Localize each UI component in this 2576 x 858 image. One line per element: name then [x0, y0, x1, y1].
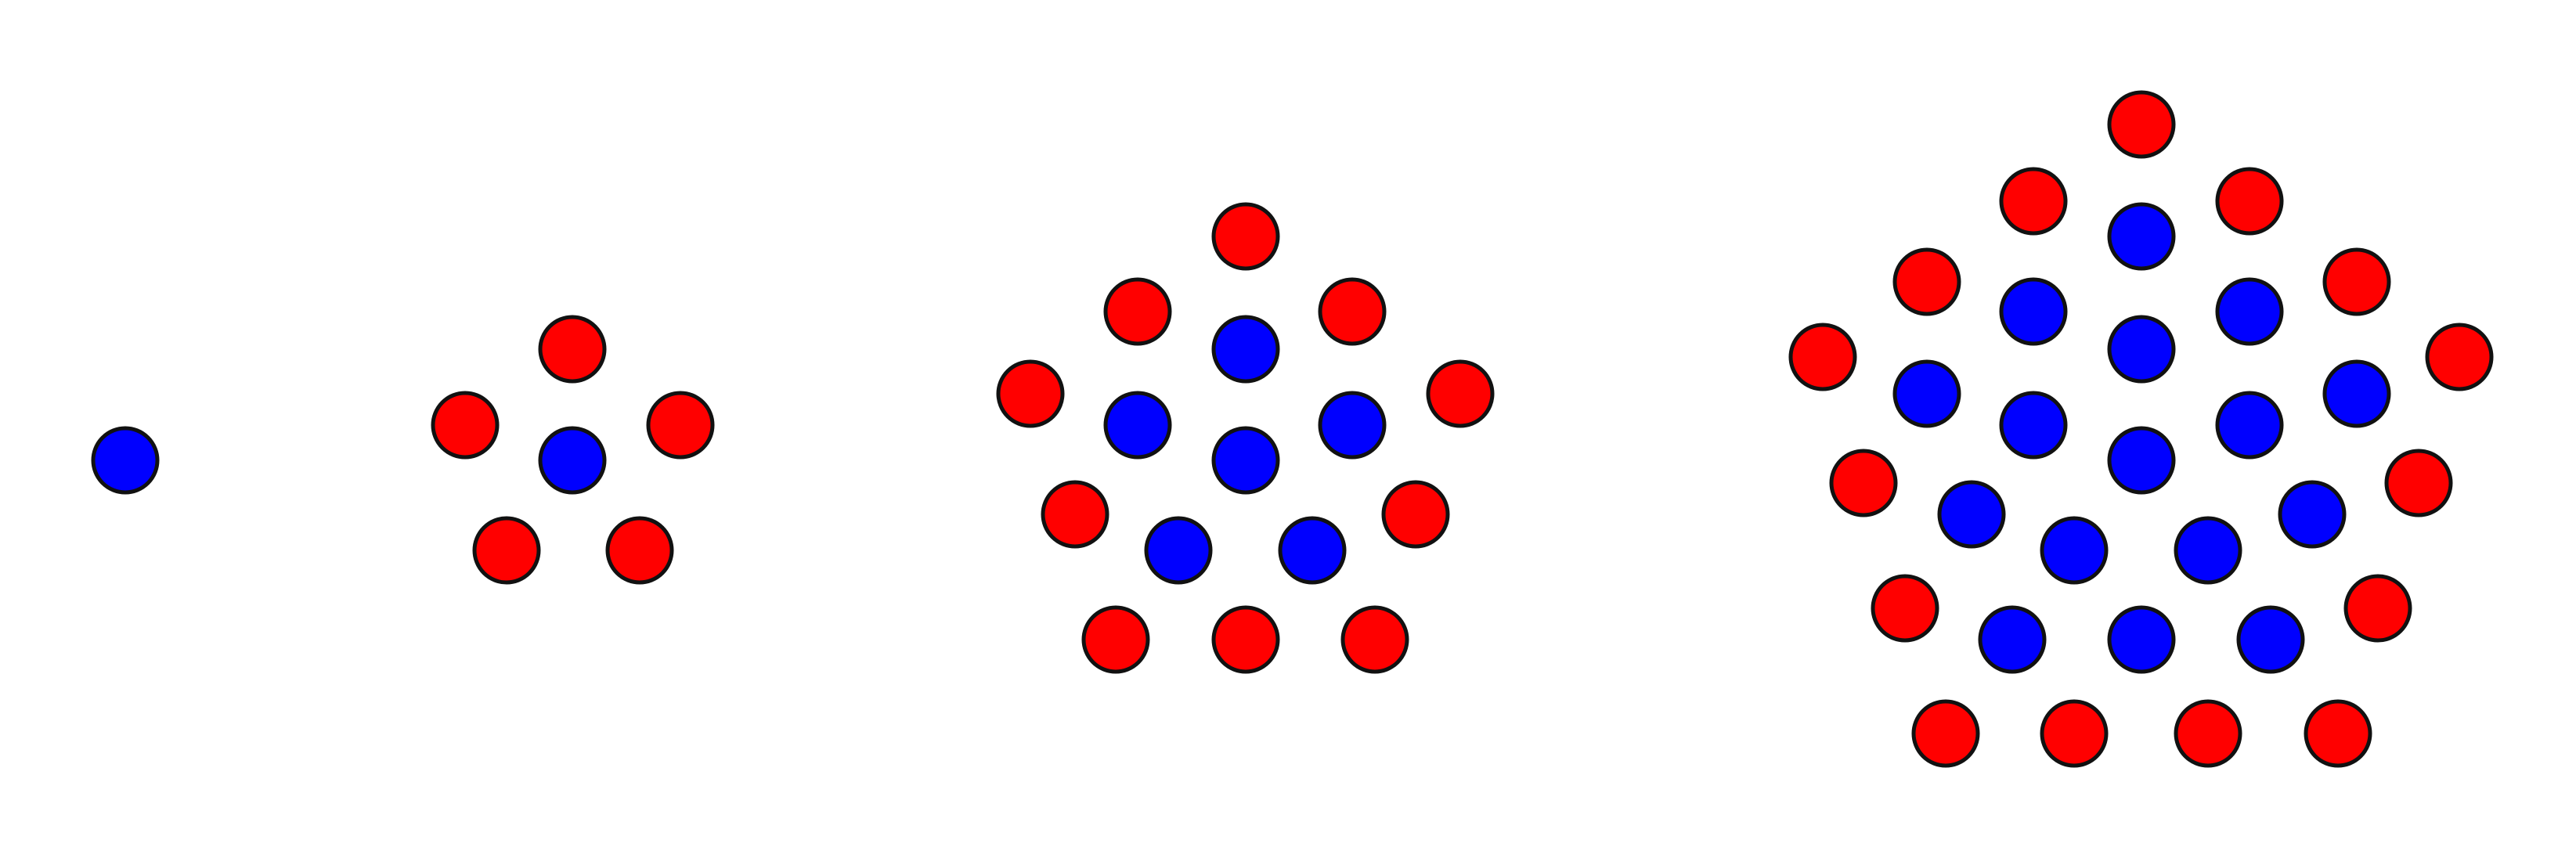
- red-dot: [2107, 90, 2176, 159]
- red-dot: [1318, 277, 1387, 346]
- blue-dot: [1318, 391, 1387, 460]
- red-dot: [538, 315, 607, 384]
- blue-dot: [538, 426, 607, 495]
- blue-dot: [1999, 277, 2068, 346]
- red-dot: [1041, 480, 1109, 549]
- pattern-stage-1: [91, 426, 160, 495]
- blue-dot: [1978, 605, 2047, 674]
- red-dot: [605, 516, 674, 585]
- red-dot: [1911, 699, 1980, 768]
- red-dot: [2174, 699, 2242, 768]
- red-dot: [2304, 699, 2372, 768]
- red-dot: [2343, 574, 2412, 643]
- red-dot: [1829, 449, 1898, 517]
- blue-dot: [1211, 426, 1280, 495]
- red-dot: [2215, 167, 2284, 236]
- red-dot: [2425, 323, 2494, 391]
- red-dot: [2040, 699, 2109, 768]
- red-dot: [1999, 167, 2068, 236]
- pattern-stage-2: [431, 315, 715, 585]
- red-dot: [2322, 247, 2391, 316]
- pattern-stage-3: [996, 202, 1495, 674]
- blue-dot: [2107, 202, 2176, 271]
- blue-dot: [2040, 516, 2109, 585]
- blue-dot: [2215, 391, 2284, 460]
- blue-dot: [2322, 359, 2391, 428]
- red-dot: [1381, 480, 1450, 549]
- red-dot: [996, 359, 1065, 428]
- blue-dot: [2278, 480, 2347, 549]
- blue-dot: [2174, 516, 2242, 585]
- blue-dot: [2215, 277, 2284, 346]
- red-dot: [2384, 449, 2453, 517]
- blue-dot: [2107, 605, 2176, 674]
- blue-dot: [1103, 391, 1172, 460]
- blue-dot: [1211, 315, 1280, 384]
- blue-dot: [2107, 426, 2176, 495]
- red-dot: [1340, 605, 1409, 674]
- red-dot: [646, 391, 715, 460]
- pattern-stage-4: [1788, 90, 2494, 768]
- blue-dot: [2236, 605, 2305, 674]
- blue-dot: [1144, 516, 1213, 585]
- blue-dot: [1999, 391, 2068, 460]
- blue-dot: [2107, 315, 2176, 384]
- blue-dot: [1937, 480, 2006, 549]
- red-dot: [472, 516, 541, 585]
- blue-dot: [91, 426, 160, 495]
- red-dot: [431, 391, 500, 460]
- red-dot: [1426, 359, 1495, 428]
- red-dot: [1788, 323, 1857, 391]
- red-dot: [1081, 605, 1150, 674]
- red-dot: [1211, 202, 1280, 271]
- blue-dot: [1278, 516, 1347, 585]
- red-dot: [1103, 277, 1172, 346]
- blue-dot: [1892, 359, 1961, 428]
- red-dot: [1892, 247, 1961, 316]
- red-dot: [1871, 574, 1939, 643]
- red-dot: [1211, 605, 1280, 674]
